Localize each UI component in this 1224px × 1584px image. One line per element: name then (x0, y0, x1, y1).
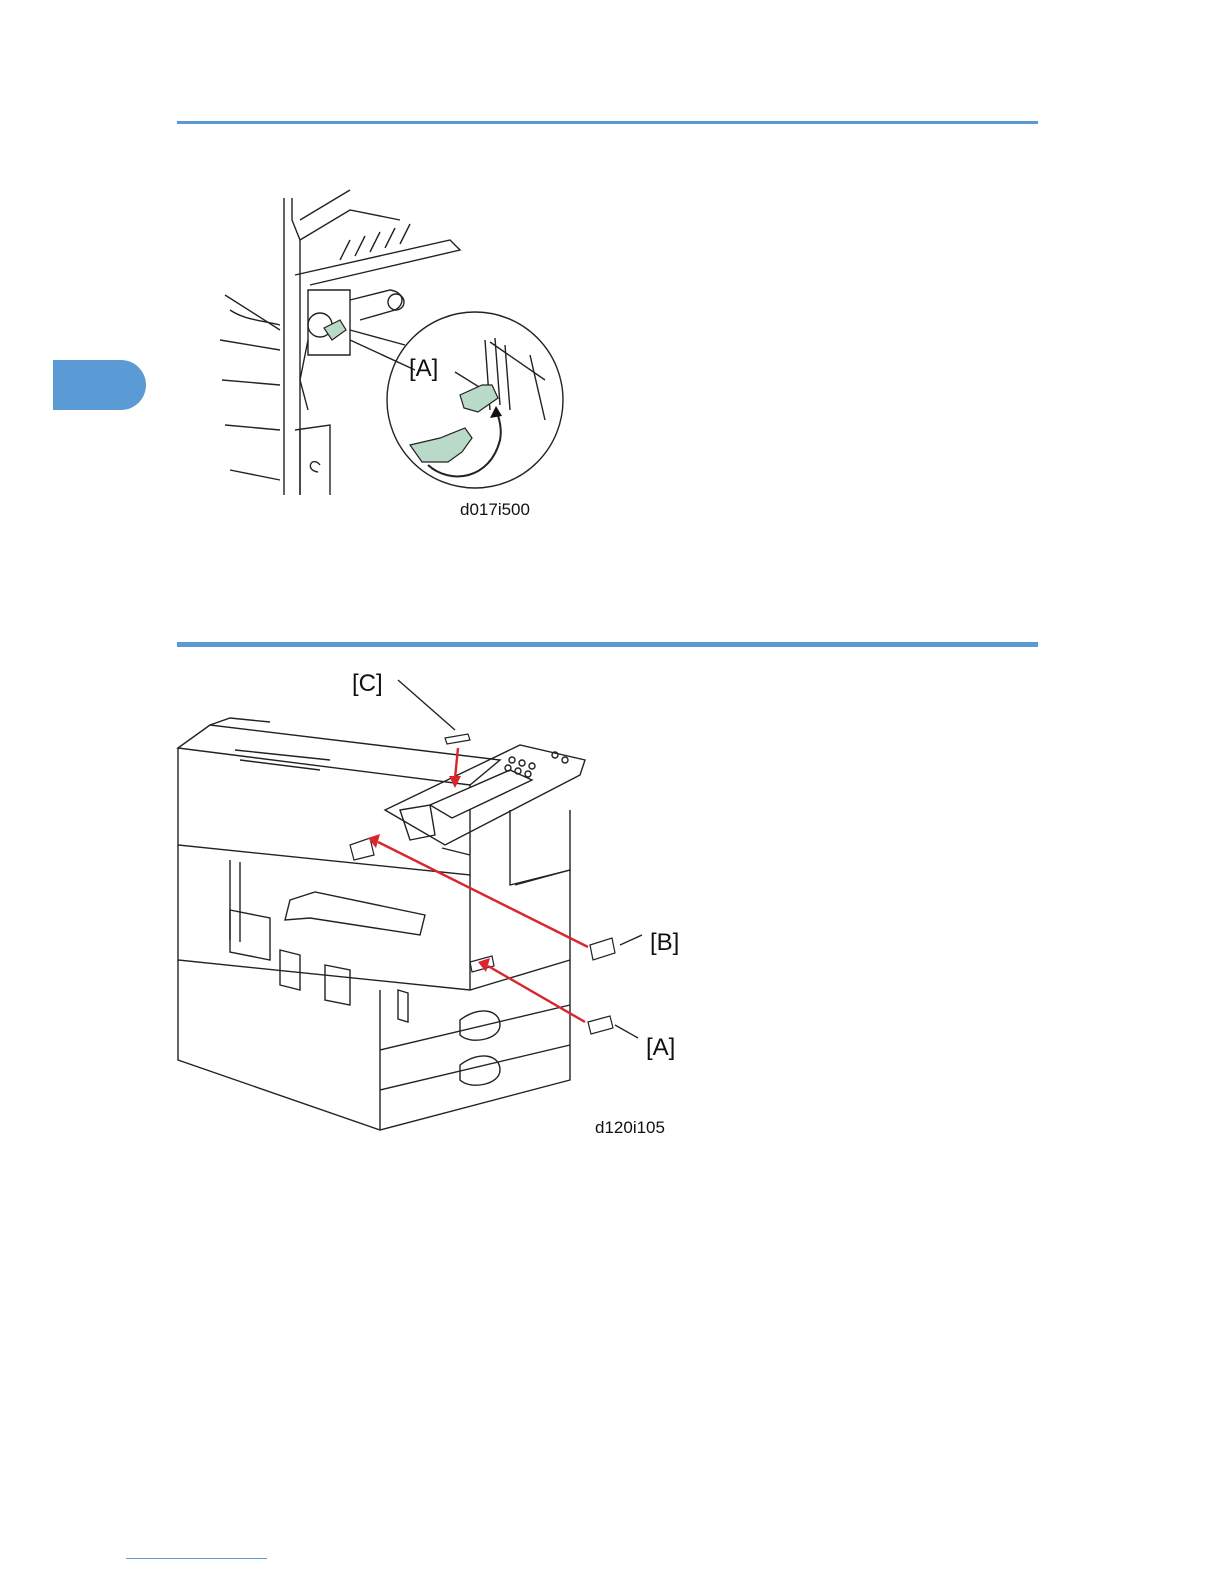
section-divider-middle (177, 642, 1038, 647)
section-divider-top (177, 121, 1038, 124)
fig1-callout-a: [A] (409, 355, 438, 382)
figure-label-placement-drawing: [C] [B] [A] d120i105 (170, 660, 710, 1150)
footer-rule (126, 1558, 267, 1559)
fig2-callout-b: [B] (650, 929, 679, 956)
figure-label-placement: [C] [B] [A] d120i105 (170, 660, 710, 1150)
chapter-tab (53, 360, 146, 410)
figure-lock-lever-drawing: [A] d017i500 (200, 180, 580, 530)
figure-lock-lever: [A] d017i500 (200, 180, 580, 530)
fig1-figure-id: d017i500 (460, 500, 530, 519)
fig2-callout-a: [A] (646, 1034, 675, 1061)
fig2-callout-c: [C] (352, 670, 383, 697)
fig2-figure-id: d120i105 (595, 1118, 665, 1137)
